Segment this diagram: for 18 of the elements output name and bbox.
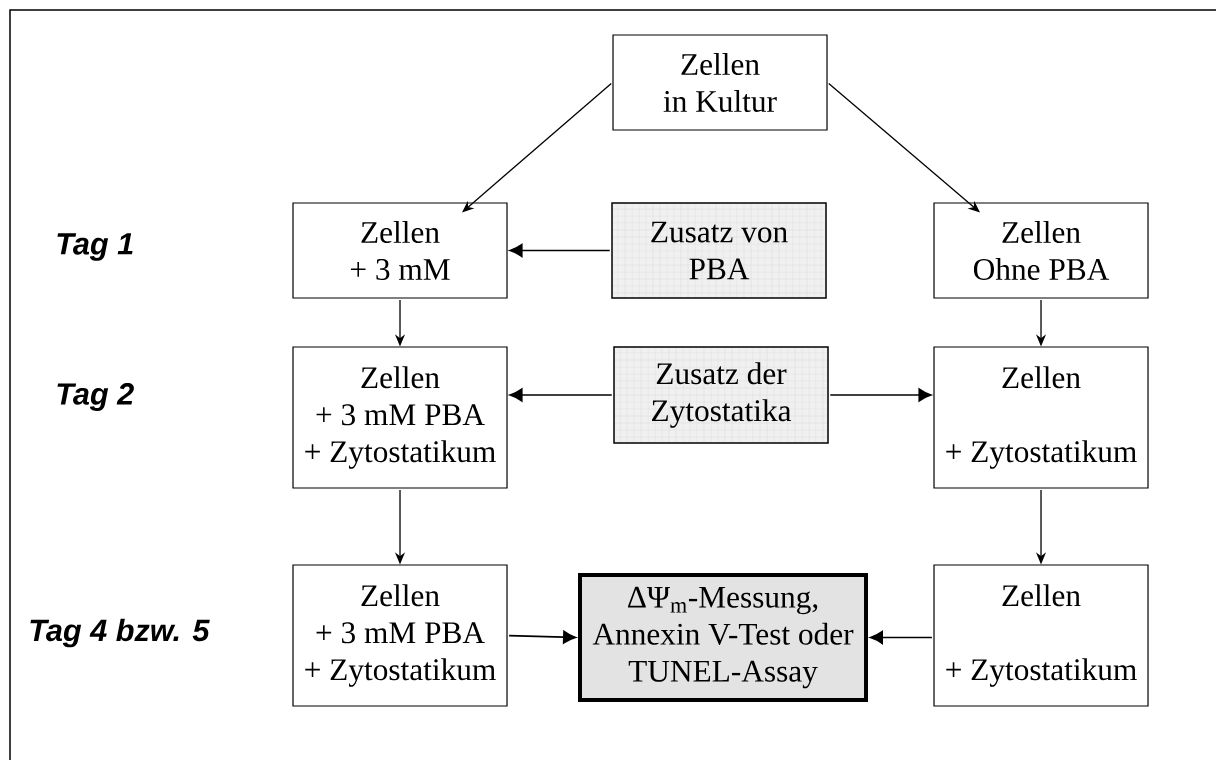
process-box: Zellen + 3 mM <box>292 202 508 299</box>
arrow <box>829 388 932 402</box>
arrow <box>509 243 611 258</box>
arrow <box>869 630 933 645</box>
arrow <box>509 388 613 402</box>
process-box: Zellen Ohne PBA <box>933 202 1149 299</box>
process-box: Zellen + Zytostatikum <box>933 346 1149 489</box>
arrow <box>508 630 577 644</box>
process-box: Zellen in Kultur <box>612 34 828 131</box>
measurement-box: ΔΨ$_{m}$-Messung, Annexin V-Test oder TUNEL-Assay <box>578 573 868 702</box>
day-label: Tag 4 bzw. 5 <box>30 618 210 648</box>
treatment-box: Zusatz von PBA <box>611 202 827 299</box>
process-box: Zellen + 3 mM PBA + Zytostatikum <box>292 564 508 707</box>
process-box: Zellen + 3 mM PBA + Zytostatikum <box>292 346 508 489</box>
day-label: Tag 2 <box>57 383 134 411</box>
day-label: Tag 1 <box>57 233 133 261</box>
treatment-box: Zusatz der Zytostatika <box>613 346 829 444</box>
process-box: Zellen + Zytostatikum <box>933 564 1149 707</box>
